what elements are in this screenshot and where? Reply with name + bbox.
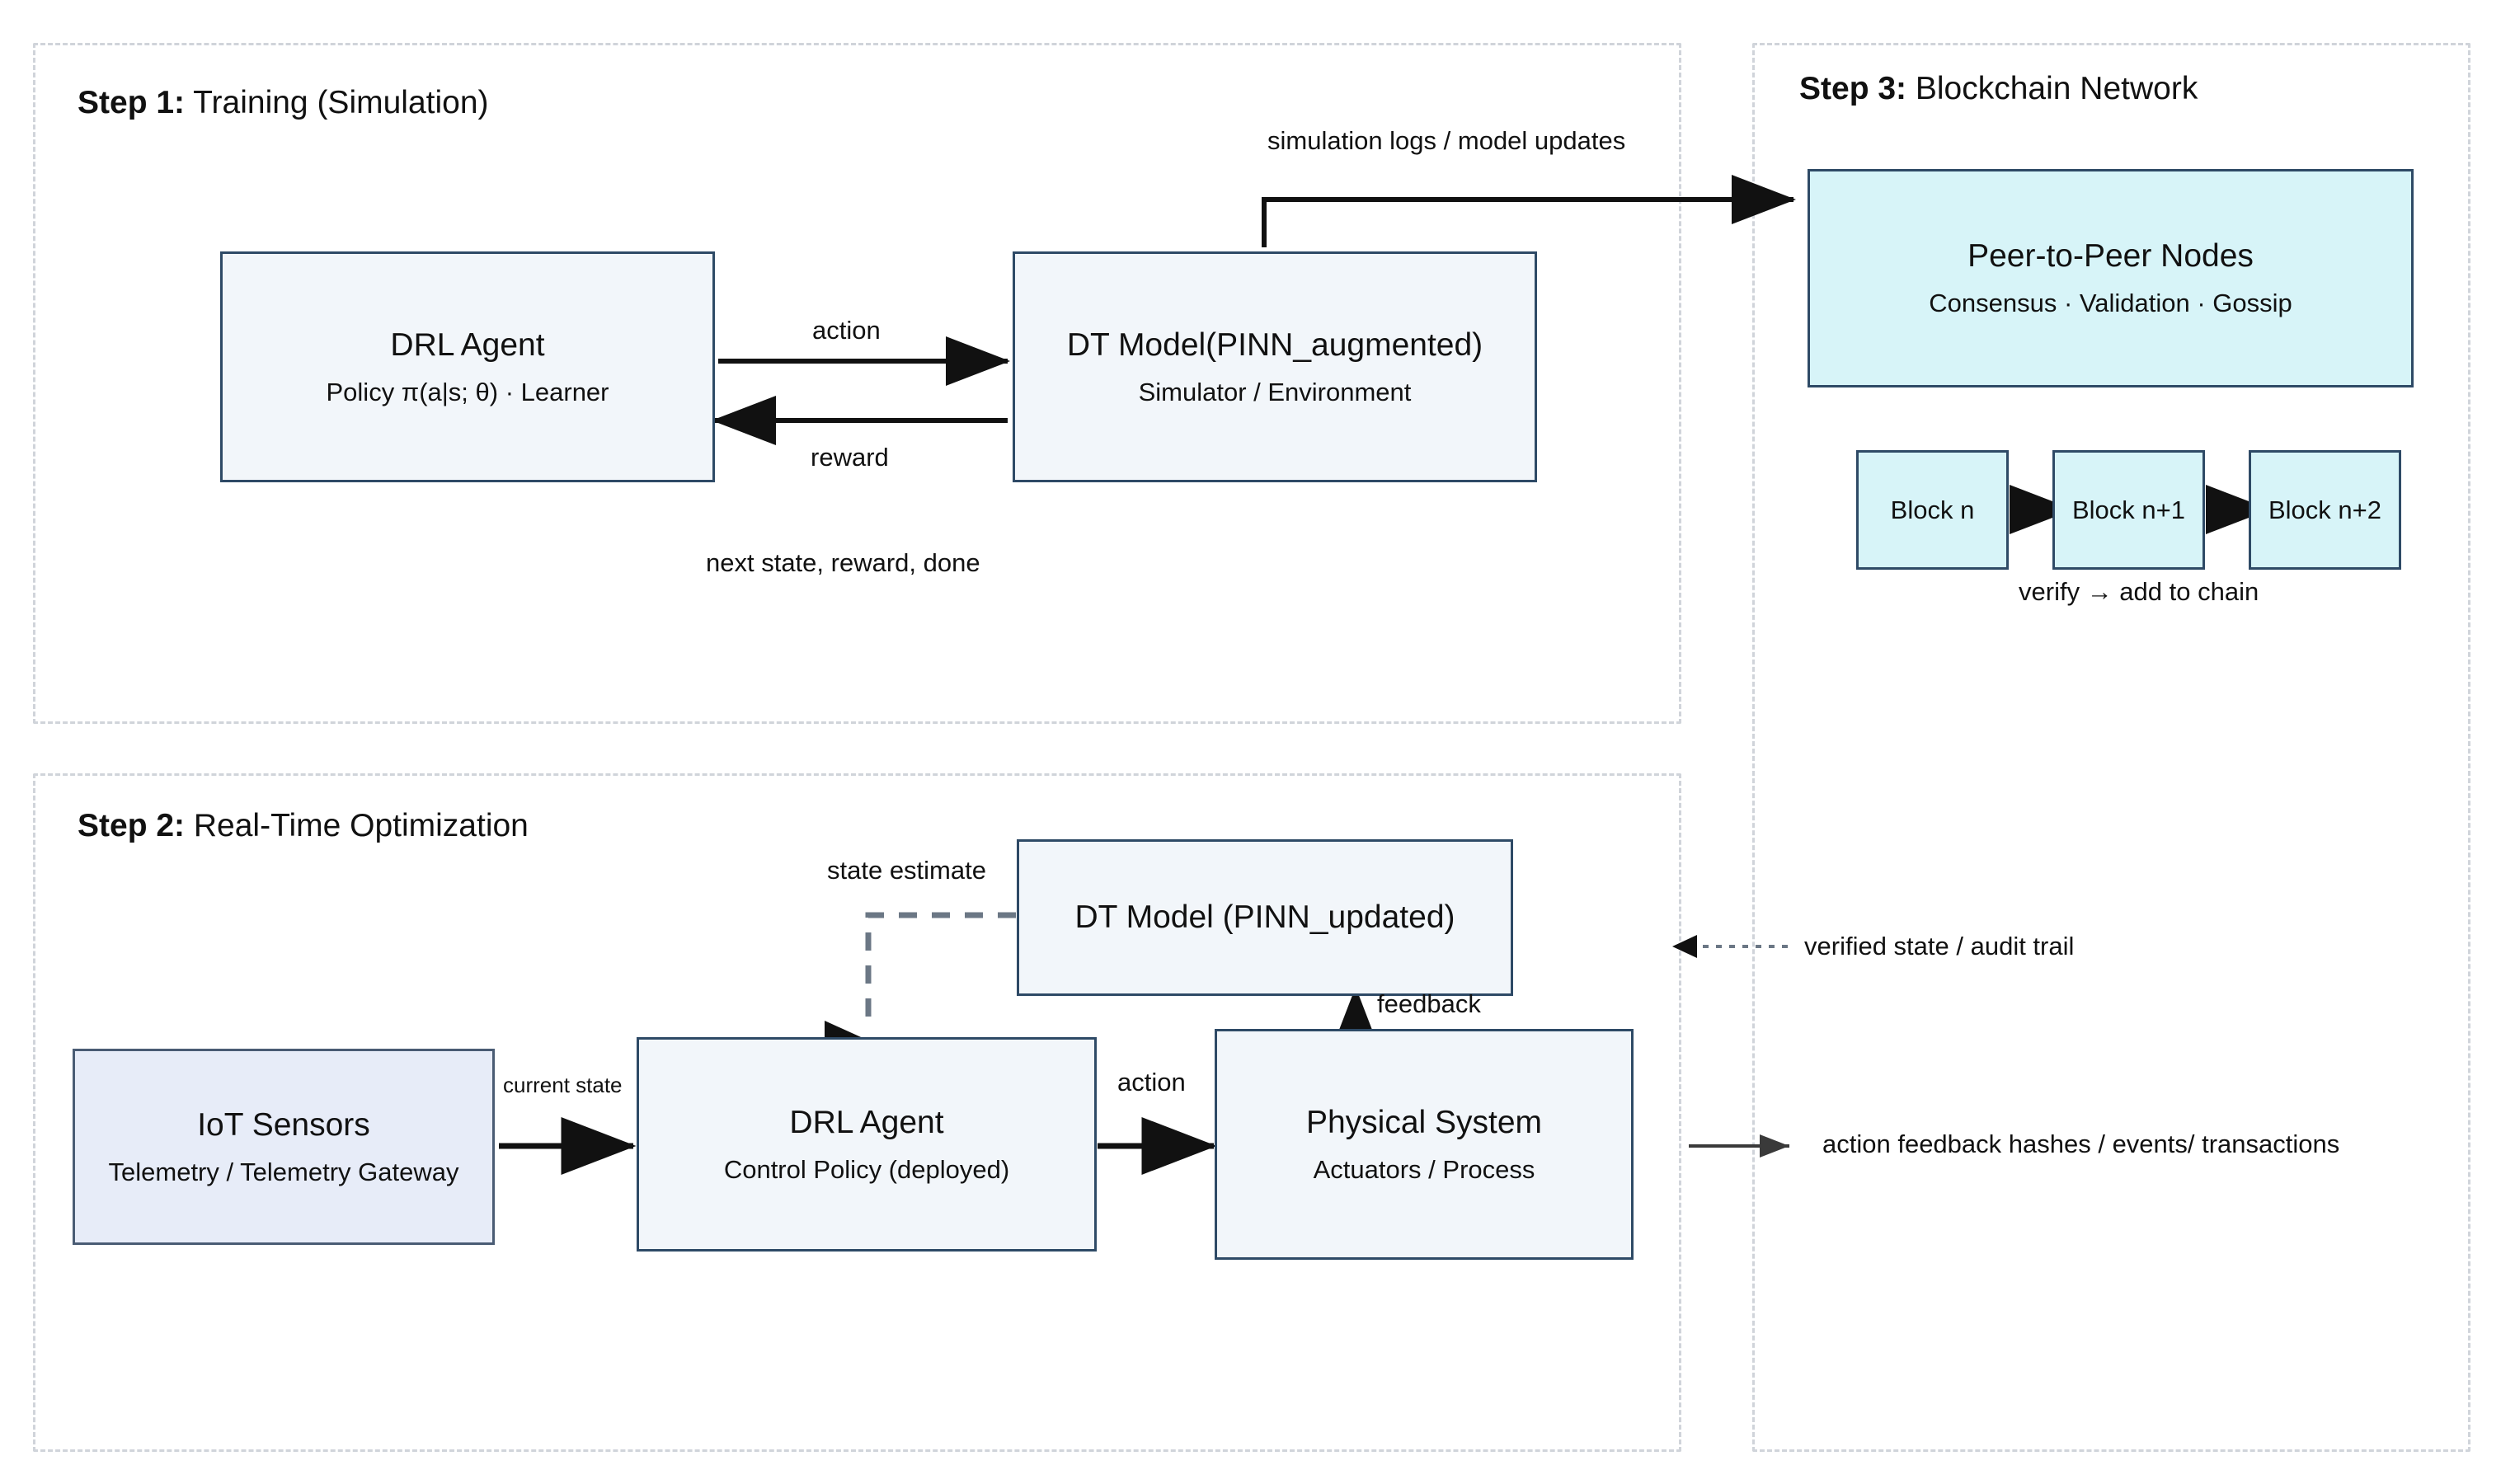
step3-title-bold: Step 3: [1799,71,1907,106]
node-title: Peer-to-Peer Nodes [1967,238,2254,275]
step1-title-rest: Training (Simulation) [185,85,489,120]
node-title: DT Model (PINN_updated) [1074,899,1455,935]
label-state-estimate: state estimate [827,856,986,885]
block-label: Block n [1890,495,1975,524]
label-verified-state-audit-trail: verified state / audit trail [1804,932,2075,960]
block-label: Block n+2 [2268,495,2381,524]
node-dt-model-updated[interactable]: DT Model (PINN_updated) [1017,839,1513,996]
label-action-step1: action [812,316,881,345]
label-next-state-reward-done: next state, reward, done [706,548,980,577]
node-drl-agent-training[interactable]: DRL Agent Policy π(a|s; θ) · Learner [220,251,715,482]
node-subtitle: Telemetry / Telemetry Gateway [108,1157,459,1186]
node-title: Physical System [1305,1104,1543,1140]
label-action-feedback-hashes: action feedback hashes / events/ transac… [1822,1129,2340,1158]
node-dt-model-augmented[interactable]: DT Model(PINN_augmented) Simulator / Env… [1013,251,1537,482]
node-block-n-plus-1[interactable]: Block n+1 [2052,450,2205,570]
node-block-n-plus-2[interactable]: Block n+2 [2249,450,2401,570]
node-subtitle: Policy π(a|s; θ) · Learner [326,377,609,406]
node-title: DRL Agent [390,326,545,363]
group-step2 [33,773,1681,1452]
node-physical-system[interactable]: Physical System Actuators / Process [1215,1029,1634,1260]
step2-title-rest: Real-Time Optimization [185,808,529,843]
node-subtitle: Actuators / Process [1313,1154,1535,1184]
node-subtitle: Control Policy (deployed) [723,1154,1010,1184]
step1-title-bold: Step 1: [78,85,186,120]
node-drl-agent-deployed[interactable]: DRL Agent Control Policy (deployed) [637,1037,1097,1252]
node-title: DT Model(PINN_augmented) [1066,326,1483,363]
node-block-n[interactable]: Block n [1856,450,2009,570]
node-iot-sensors[interactable]: IoT Sensors Telemetry / Telemetry Gatewa… [73,1049,495,1245]
node-title: DRL Agent [789,1104,944,1140]
label-feedback: feedback [1377,989,1481,1018]
label-reward-step1: reward [811,443,889,472]
step1-title: Step 1: Training (Simulation) [78,87,489,119]
block-label: Block n+1 [2071,495,2185,524]
node-subtitle: Consensus · Validation · Gossip [1929,289,2292,318]
node-subtitle: Simulator / Environment [1138,377,1412,406]
step3-title: Step 3: Blockchain Network [1799,73,2198,105]
label-action-step2: action [1117,1068,1186,1097]
step2-title-bold: Step 2: [78,808,186,843]
step2-title: Step 2: Real-Time Optimization [78,810,529,842]
label-current-state: current state [503,1073,623,1097]
node-title: IoT Sensors [197,1106,370,1143]
group-step1 [33,43,1681,724]
step3-title-rest: Blockchain Network [1906,71,2198,106]
label-simulation-logs: simulation logs / model updates [1267,126,1626,155]
label-verify-add-to-chain: verify → add to chain [2019,577,2259,606]
node-peer-to-peer-nodes[interactable]: Peer-to-Peer Nodes Consensus · Validatio… [1808,169,2414,387]
group-step3 [1752,43,2470,1452]
